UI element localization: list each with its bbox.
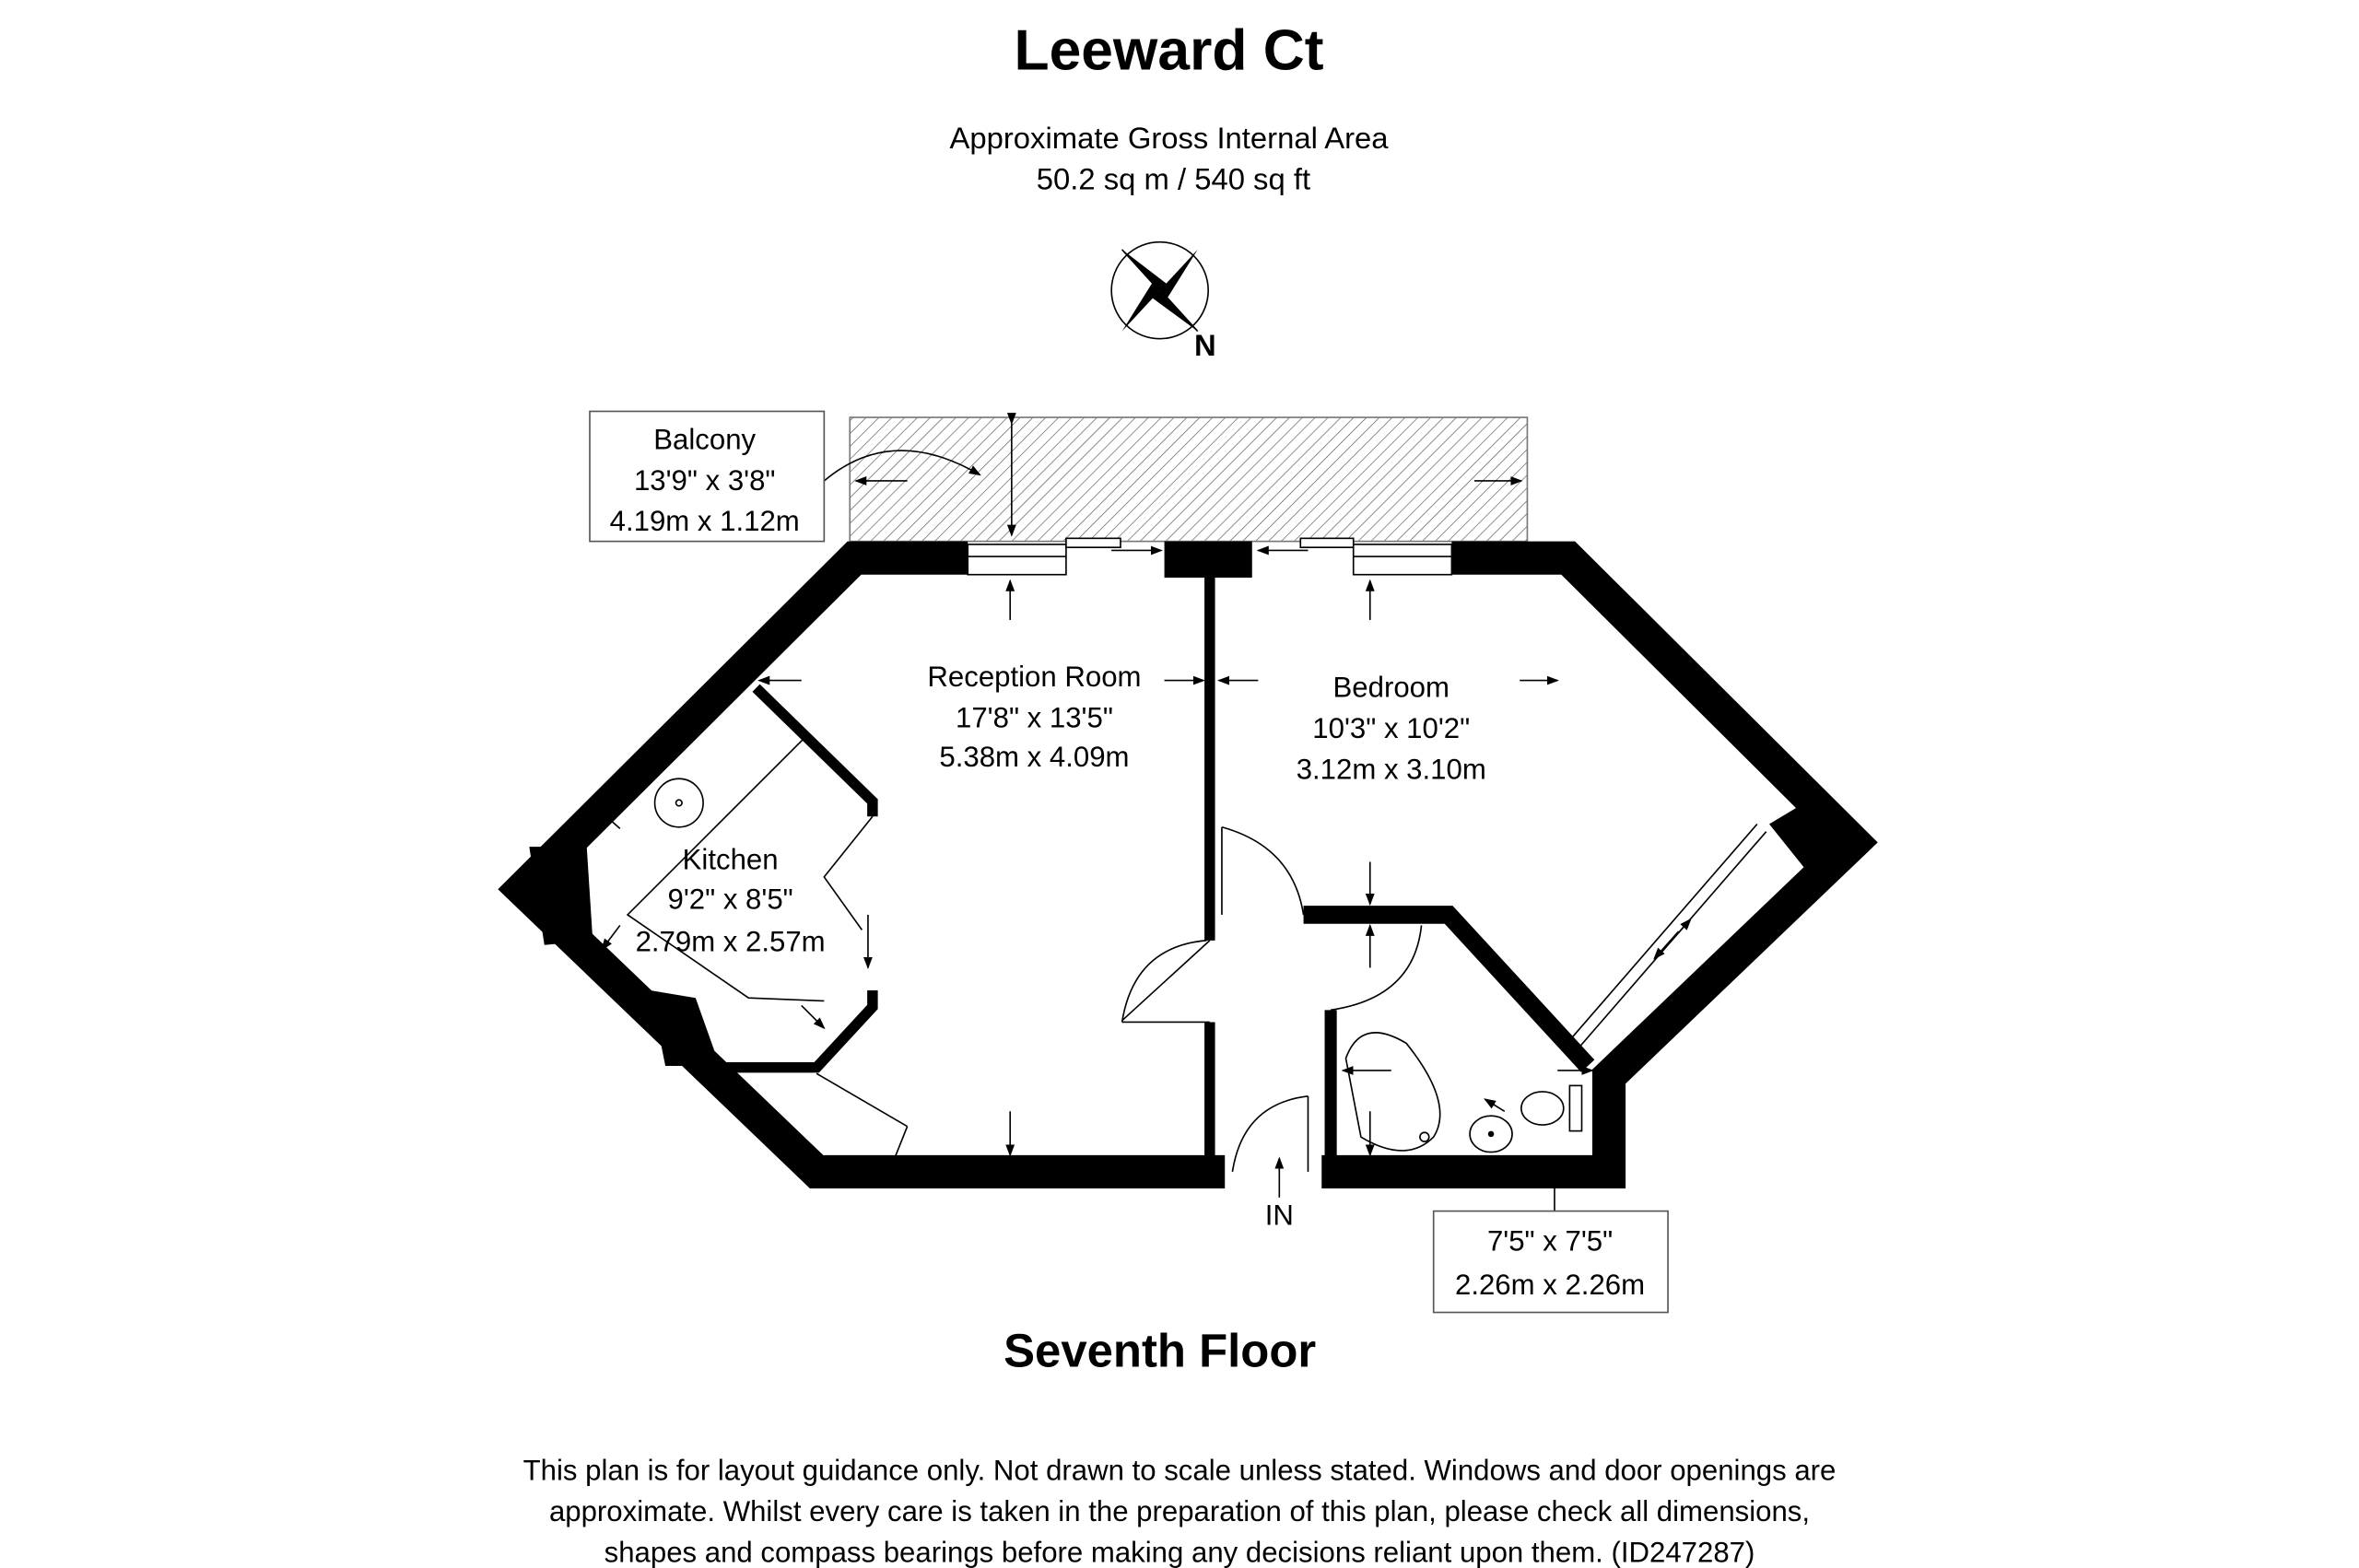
entrance-door: [1231, 1095, 1309, 1198]
cupboard-door: [816, 1072, 909, 1157]
window: [967, 544, 1067, 576]
kitchen-metric: 2.79m x 2.57m: [636, 925, 826, 957]
interior-walls: [722, 574, 1595, 1159]
sliding-door: [1065, 537, 1355, 556]
window: [1352, 544, 1453, 576]
balcony-area: [849, 416, 1529, 543]
bathroom-label-box: [1432, 1210, 1669, 1314]
reception-name: Reception Room: [927, 661, 1141, 693]
door-swing: [1121, 940, 1211, 1024]
kitchen-imperial: 9'2" x 8'5": [668, 883, 793, 915]
balcony-name: Balcony: [653, 424, 756, 456]
toilet-icon: [1520, 1084, 1583, 1132]
kitchen-name: Kitchen: [683, 844, 779, 876]
door-swing: [1221, 825, 1305, 916]
disclaimer-line: approximate. Whilst every care is taken …: [549, 1495, 1810, 1527]
dimension-arrows: [592, 579, 1692, 1157]
disclaimer-line: This plan is for layout guidance only. N…: [523, 1455, 1837, 1487]
reception-imperial: 17'8" x 13'5": [956, 701, 1113, 733]
compass-north-label: N: [1194, 328, 1216, 362]
bath-icon: [1344, 1032, 1441, 1152]
bathroom-imperial: 7'5" x 7'5": [1487, 1224, 1613, 1257]
balcony-leader-line: [823, 450, 981, 482]
kitchen-worktop: [626, 732, 825, 1002]
bedroom-name: Bedroom: [1333, 672, 1449, 704]
balcony-imperial: 13'9" x 3'8": [634, 464, 776, 497]
bathroom-metric: 2.26m x 2.26m: [1455, 1269, 1645, 1301]
bedroom-metric: 3.12m x 3.10m: [1297, 753, 1486, 785]
door-swing: [1330, 925, 1423, 1012]
balcony-metric: 4.19m x 1.12m: [610, 505, 800, 537]
disclaimer-line: shapes and compass bearings before makin…: [604, 1536, 1755, 1568]
kitchen-sink-icon: [653, 778, 704, 828]
reception-metric: 5.38m x 4.09m: [939, 741, 1129, 773]
entrance-label: IN: [1265, 1199, 1294, 1231]
basin-icon: [1469, 1115, 1513, 1153]
compass-icon: [1110, 240, 1209, 340]
area-value: 50.2 sq m / 540 sq ft: [1037, 161, 1310, 195]
floor-label: Seventh Floor: [1003, 1325, 1316, 1377]
balcony-label-box: [589, 410, 826, 543]
area-label: Approximate Gross Internal Area: [950, 121, 1390, 155]
property-title: Leeward Ct: [1014, 19, 1323, 83]
exterior-walls: [498, 541, 1878, 1188]
bedroom-imperial: 10'3" x 10'2": [1312, 712, 1470, 744]
